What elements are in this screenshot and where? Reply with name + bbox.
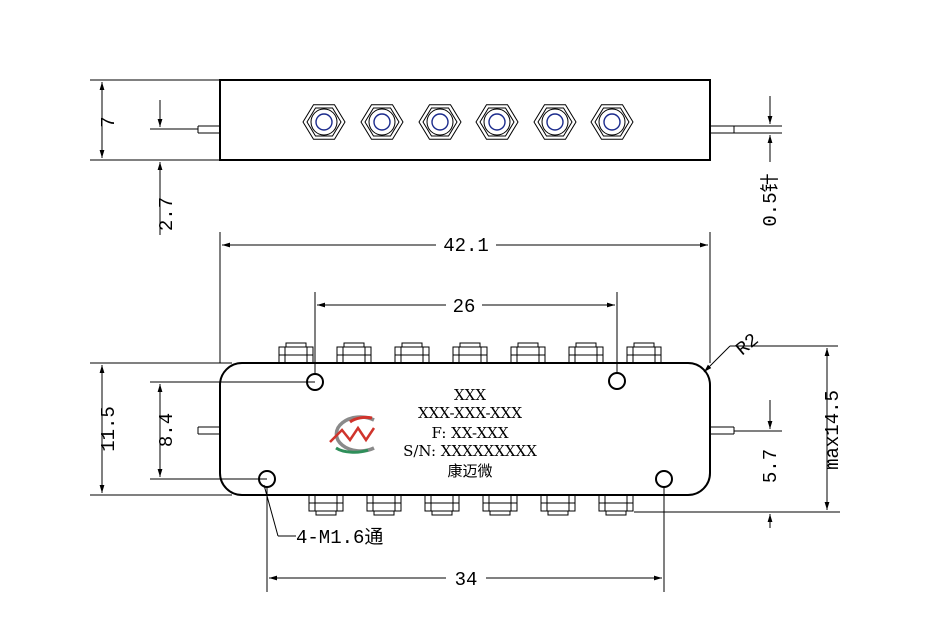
dim-right-pin-offset: 5.7: [760, 449, 782, 483]
dim-max-height: max14.5: [822, 390, 844, 470]
connector-side-icon: [626, 342, 662, 364]
connector-side-icon: [308, 494, 344, 516]
front-bottom-connectors: [308, 494, 634, 516]
label-serial: S/N: XXXXXXXXX: [403, 442, 537, 460]
dim-height-top: 7: [98, 116, 120, 127]
sma-connector-icon: [475, 104, 519, 140]
connector-side-icon: [452, 342, 488, 364]
connector-side-icon: [394, 342, 430, 364]
connector-side-icon: [540, 494, 576, 516]
connector-side-icon: [278, 342, 314, 364]
sma-connector-icon: [418, 104, 462, 140]
sma-connector-icon: [360, 104, 404, 140]
label-frequency: F: XX-XXX: [431, 424, 508, 442]
connector-side-icon: [366, 494, 402, 516]
front-view-body: [219, 362, 711, 496]
connector-side-icon: [510, 342, 546, 364]
product-label: XXX XXX-XXX-XXX F: XX-XXX S/N: XXXXXXXXX…: [403, 386, 537, 480]
sma-connector-icon: [302, 104, 346, 140]
top-view-body: [219, 79, 711, 161]
front-view: XXX XXX-XXX-XXX F: XX-XXX S/N: XXXXXXXXX…: [197, 342, 735, 516]
connector-side-icon: [336, 342, 372, 364]
label-part-number: XXX-XXX-XXX: [418, 404, 522, 422]
front-top-connectors: [278, 342, 662, 364]
dim-top-connector-pitch: 26: [453, 296, 476, 318]
dim-left-hole-spacing: 8.4: [156, 413, 178, 447]
connector-side-icon: [568, 342, 604, 364]
dim-bottom-hole-spacing: 34: [455, 569, 478, 591]
connector-side-icon: [482, 494, 518, 516]
top-connectors: [302, 104, 634, 140]
connector-side-icon: [598, 494, 634, 516]
label-model: XXX: [454, 386, 486, 404]
top-view: [197, 79, 735, 161]
brand-logo: [329, 415, 376, 454]
dim-body-height: 11.5: [98, 406, 120, 452]
connector-side-icon: [424, 494, 460, 516]
sma-connector-icon: [533, 104, 577, 140]
dim-pin-diameter: 0.5针: [759, 173, 782, 226]
label-brand: 康迈微: [447, 462, 492, 480]
dim-corner-radius: R2: [732, 329, 764, 361]
dim-pin-offset: 2.7: [156, 197, 178, 231]
sma-connector-icon: [590, 104, 634, 140]
dim-overall-length: 42.1: [443, 235, 489, 257]
dim-mount-holes: 4-M1.6通: [296, 526, 383, 549]
top-view-dimensions: 7 2.7 0.5针: [90, 79, 782, 235]
